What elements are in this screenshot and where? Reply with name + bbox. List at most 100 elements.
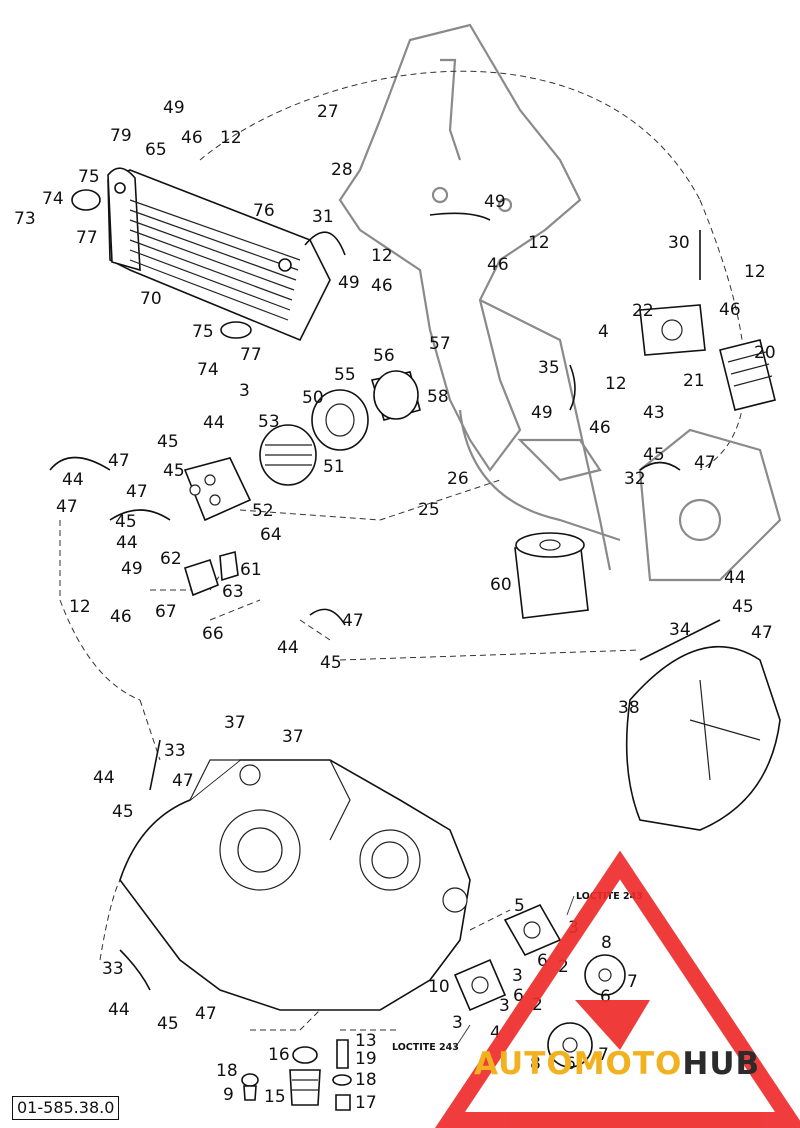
callout-label: 26 (447, 469, 469, 489)
callout-label: 79 (110, 126, 132, 146)
callout-label: 45 (112, 802, 134, 822)
callout-label: 47 (694, 453, 716, 473)
callout-label: 13 (355, 1031, 377, 1051)
callout-label: 64 (260, 525, 282, 545)
callout-label: 45 (320, 653, 342, 673)
callout-label: 44 (277, 638, 299, 658)
callout-label: 49 (531, 403, 553, 423)
callout-label: 7 (627, 972, 638, 992)
callout-label: 45 (643, 445, 665, 465)
callout-label: 49 (121, 559, 143, 579)
callout-label: 4 (490, 1023, 501, 1043)
callout-label: 6 (537, 951, 548, 971)
callout-label: 67 (155, 602, 177, 622)
callout-label: 74 (42, 189, 64, 209)
loctite-note: LOCTITE 243 (576, 891, 643, 902)
part-number-code: 01-585.38.0 (12, 1096, 120, 1120)
loctite-note: LOCTITE 243 (392, 1042, 459, 1053)
callout-label: 3 (499, 996, 510, 1016)
callout-label: 46 (110, 607, 132, 627)
callout-label: 47 (751, 623, 773, 643)
callout-label: 46 (487, 255, 509, 275)
callout-label: 20 (754, 343, 776, 363)
callout-label: 3 (452, 1013, 463, 1033)
callout-label: 2 (558, 957, 569, 977)
callout-label: 35 (538, 358, 560, 378)
callout-label: 38 (618, 698, 640, 718)
callout-label: 37 (224, 713, 246, 733)
callout-label: 44 (203, 413, 225, 433)
callout-label: 47 (342, 611, 364, 631)
logo-stripe (575, 1000, 650, 1050)
callout-label: 12 (605, 374, 627, 394)
callout-label: 44 (93, 768, 115, 788)
callout-label: 49 (163, 98, 185, 118)
callout-label: 18 (216, 1061, 238, 1081)
callout-label: 45 (157, 1014, 179, 1034)
callout-label: 4 (598, 322, 609, 342)
clutch-cover (625, 428, 782, 831)
callout-label: 70 (140, 289, 162, 309)
callout-label: 47 (126, 482, 148, 502)
callout-label: 65 (145, 140, 167, 160)
callout-label: 49 (338, 273, 360, 293)
callout-label: 49 (484, 192, 506, 212)
drain-parts (241, 1039, 352, 1111)
callout-label: 45 (157, 432, 179, 452)
callout-label: 15 (264, 1087, 286, 1107)
callout-label: 73 (14, 209, 36, 229)
callout-label: 61 (240, 560, 262, 580)
callout-label: 44 (62, 470, 84, 490)
callout-label: 62 (160, 549, 182, 569)
callout-label: 18 (355, 1070, 377, 1090)
callout-label: 46 (181, 128, 203, 148)
callout-label: 37 (282, 727, 304, 747)
callout-label: 5 (514, 896, 525, 916)
callout-label: 21 (683, 371, 705, 391)
callout-label: 47 (108, 451, 130, 471)
filter-housing (71, 189, 421, 597)
callout-label: 43 (643, 403, 665, 423)
callout-label: 46 (371, 276, 393, 296)
callout-label: 6 (513, 986, 524, 1006)
callout-label: 52 (252, 501, 274, 521)
callout-label: 12 (69, 597, 91, 617)
callout-label: 34 (669, 620, 691, 640)
callout-label: 28 (331, 160, 353, 180)
callout-label: 45 (115, 512, 137, 532)
callout-label: 44 (724, 568, 746, 588)
loctite-notes: LOCTITE 243 LOCTITE 243 (392, 891, 643, 1053)
watermark-logo (435, 850, 800, 1128)
oil-cooler (107, 167, 331, 342)
callout-label: 2 (532, 995, 543, 1015)
callout-label: 60 (490, 575, 512, 595)
callout-label: 8 (601, 933, 612, 953)
callout-label: 75 (78, 167, 100, 187)
crankcase (119, 759, 471, 1011)
callout-label: 58 (427, 387, 449, 407)
callout-label: 63 (222, 582, 244, 602)
callout-label: 17 (355, 1093, 377, 1113)
callout-label: 8 (530, 1054, 541, 1074)
callout-label: 22 (632, 301, 654, 321)
callout-label: 53 (258, 412, 280, 432)
callout-label: 77 (76, 228, 98, 248)
callout-labels: 49 79 65 46 12 27 28 75 74 73 77 76 31 4… (14, 98, 776, 1113)
callout-label: 6 (600, 987, 611, 1007)
oil-pumps (453, 903, 626, 1068)
callout-label: 10 (428, 977, 450, 997)
callout-label: 46 (719, 300, 741, 320)
callout-label: 19 (355, 1049, 377, 1069)
logo-text-part-1: AUTOMOTO (474, 1046, 683, 1082)
frame (338, 23, 621, 571)
callout-label: 12 (220, 128, 242, 148)
callout-label: 16 (268, 1045, 290, 1065)
callout-label: 47 (56, 497, 78, 517)
callout-label: 46 (589, 418, 611, 438)
callout-label: 66 (202, 624, 224, 644)
callout-label: 33 (164, 741, 186, 761)
oil-filters (514, 304, 776, 619)
callout-label: 12 (744, 262, 766, 282)
callout-label: 76 (253, 201, 275, 221)
